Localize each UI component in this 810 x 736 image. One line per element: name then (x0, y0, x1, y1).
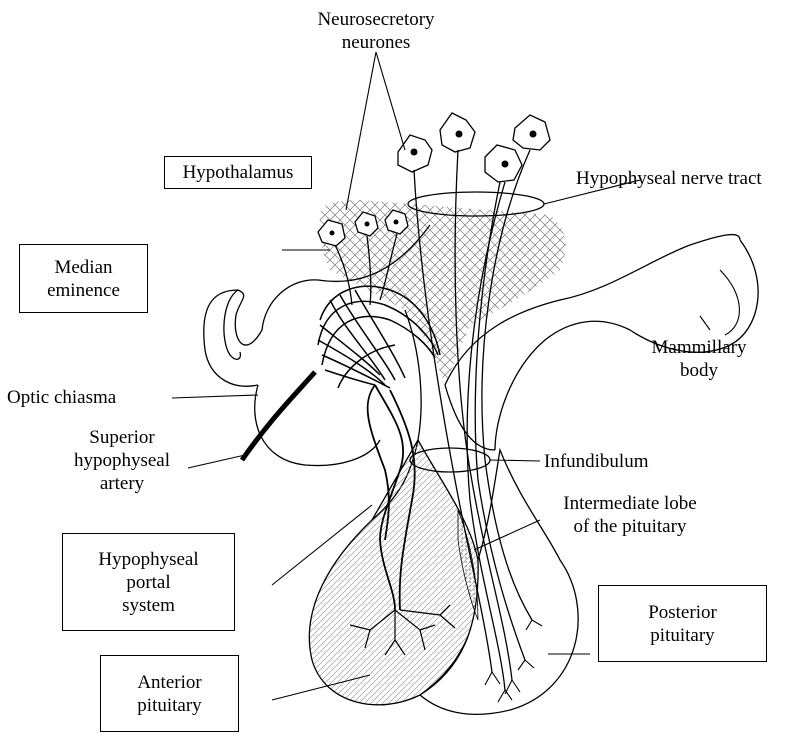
optic-chiasma-outline (255, 385, 380, 466)
label-median-eminence-line1: Median (54, 256, 112, 279)
label-nerve-tract: Hypophyseal nerve tract (576, 167, 762, 190)
label-superior-artery-line3: artery (100, 473, 144, 494)
label-portal-system-line3: system (122, 594, 175, 617)
label-portal-system-line2: portal (126, 571, 170, 594)
mammillary-inner (720, 270, 739, 335)
label-posterior-pituitary: Posterior pituitary (598, 585, 767, 662)
label-mammillary-line1: Mammillary (652, 337, 747, 358)
label-posterior-pituitary-line2: pituitary (650, 624, 714, 647)
label-superior-artery-line2: hypophyseal (74, 450, 170, 471)
label-portal-system: Hypophyseal portal system (62, 533, 235, 631)
label-intermediate-lobe-line1: Intermediate lobe (563, 493, 696, 514)
label-anterior-pituitary-line1: Anterior (137, 671, 201, 694)
label-neurosecretory: Neurosecretory neurones (286, 8, 466, 54)
label-mammillary-line2: body (680, 360, 718, 381)
label-superior-artery: Superior hypophyseal artery (52, 426, 192, 495)
label-hypothalamus-text: Hypothalamus (183, 161, 294, 184)
label-posterior-pituitary-line1: Posterior (648, 601, 717, 624)
label-mammillary: Mammillary body (620, 336, 778, 382)
label-anterior-pituitary: Anterior pituitary (100, 655, 239, 732)
label-neurosecretory-line2: neurones (342, 32, 411, 53)
label-median-eminence-line2: eminence (47, 279, 120, 302)
label-hypothalamus: Hypothalamus (164, 156, 312, 189)
stalk-right (445, 385, 495, 450)
label-superior-artery-line1: Superior (89, 427, 154, 448)
label-intermediate-lobe: Intermediate lobe of the pituitary (530, 492, 730, 538)
superior-artery-vessel (242, 372, 315, 460)
label-infundibulum: Infundibulum (544, 450, 649, 473)
hook-left (224, 290, 241, 359)
label-anterior-pituitary-line2: pituitary (137, 694, 201, 717)
label-optic-chiasma: Optic chiasma (7, 386, 116, 409)
label-neurosecretory-line1: Neurosecretory (317, 9, 434, 30)
label-median-eminence: Median eminence (19, 244, 148, 313)
label-intermediate-lobe-line2: of the pituitary (574, 516, 687, 537)
label-portal-system-line1: Hypophyseal (98, 548, 198, 571)
